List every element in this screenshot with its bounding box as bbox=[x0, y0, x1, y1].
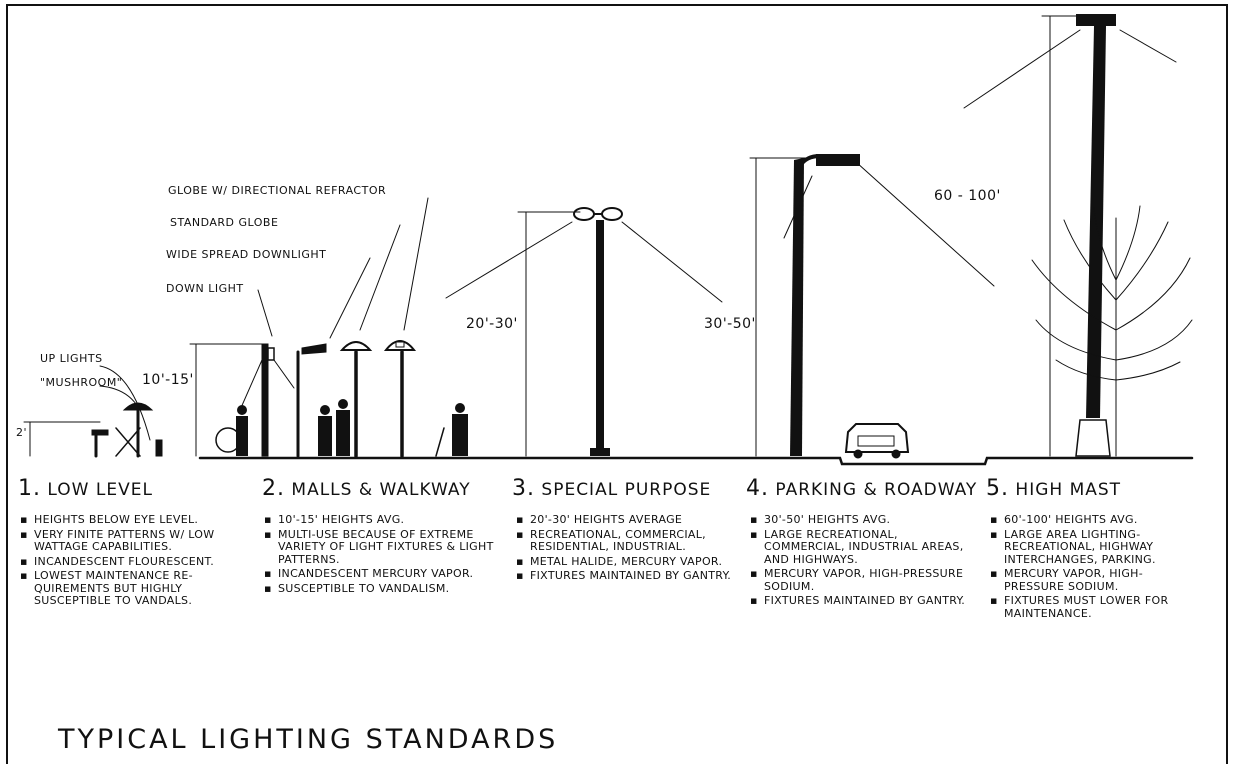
category-heading-low-level: 1. LOW LEVEL bbox=[18, 476, 153, 501]
label-standard-globe: STANDARD GLOBE bbox=[170, 216, 279, 229]
bullet-item: RECREATIONAL, COMMERCIAL, RESIDENTIAL, I… bbox=[516, 528, 742, 554]
ground-line bbox=[198, 456, 1194, 466]
tree-illustration bbox=[1031, 205, 1193, 457]
drawing-sheet-border bbox=[6, 4, 1228, 764]
bullet-item: MULTI-USE BECAUSE OF EXTREME VARIETY OF … bbox=[264, 528, 512, 567]
bullet-item: VERY FINITE PATTERNS W/ LOW WATTAGE CAPA… bbox=[20, 528, 260, 554]
low-level-fixtures bbox=[23, 365, 163, 458]
category-number: 5. bbox=[986, 476, 1009, 501]
bullet-item: 20'-30' HEIGHTS AVERAGE bbox=[516, 513, 742, 527]
category-heading-malls-walkway: 2. MALLS & WALKWAY bbox=[262, 476, 471, 501]
category-heading-parking-roadway: 4. PARKING & ROADWAY bbox=[746, 476, 977, 501]
bullet-item: INCANDESCENT MERCURY VAPOR. bbox=[264, 567, 512, 581]
bullet-item: LARGE RECREATIONAL, COMMERCIAL, INDUSTRI… bbox=[750, 528, 982, 567]
bullet-item: METAL HALIDE, MERCURY VAPOR. bbox=[516, 555, 742, 569]
dimension-parking: 30'-50' bbox=[704, 316, 756, 332]
label-up-lights: UP LIGHTS bbox=[40, 352, 103, 365]
bullet-item: FIXTURES MAINTAINED BY GANTRY. bbox=[750, 594, 982, 608]
category-number: 3. bbox=[512, 476, 535, 501]
bullet-item: LOWEST MAINTENANCE RE-QUIREMENTS BUT HIG… bbox=[20, 569, 260, 608]
label-wide-spread-downlight: WIDE SPREAD DOWNLIGHT bbox=[166, 248, 327, 261]
category-number: 1. bbox=[18, 476, 41, 501]
bullets-special-purpose: 20'-30' HEIGHTS AVERAGE RECREATIONAL, CO… bbox=[516, 513, 742, 585]
bullet-item: MERCURY VAPOR, HIGH-PRESSURE SODIUM. bbox=[990, 567, 1200, 593]
special-purpose-fixture bbox=[445, 207, 723, 457]
bullet-item: HEIGHTS BELOW EYE LEVEL. bbox=[20, 513, 260, 527]
bullets-low-level: HEIGHTS BELOW EYE LEVEL. VERY FINITE PAT… bbox=[20, 513, 260, 610]
malls-walkway-fixtures bbox=[189, 197, 468, 458]
category-number: 2. bbox=[262, 476, 285, 501]
dimension-low-level: 2' bbox=[16, 426, 28, 439]
car-illustration bbox=[844, 423, 910, 459]
category-name: LOW LEVEL bbox=[47, 480, 153, 500]
category-heading-high-mast: 5. HIGH MAST bbox=[986, 476, 1121, 501]
label-mushroom: "MUSHROOM" bbox=[40, 376, 123, 389]
bullets-high-mast: 60'-100' HEIGHTS AVG. LARGE AREA LIGHTIN… bbox=[990, 513, 1200, 622]
category-heading-special-purpose: 3. SPECIAL PURPOSE bbox=[512, 476, 711, 501]
label-down-light: DOWN LIGHT bbox=[166, 282, 244, 295]
bullet-item: FIXTURES MAINTAINED BY GANTRY. bbox=[516, 569, 742, 583]
bullet-item: 60'-100' HEIGHTS AVG. bbox=[990, 513, 1200, 527]
bullet-item: MERCURY VAPOR, HIGH-PRESSURE SODIUM. bbox=[750, 567, 982, 593]
page-title: TYPICAL LIGHTING STANDARDS bbox=[58, 724, 559, 755]
dimension-malls: 10'-15' bbox=[142, 372, 194, 388]
bullet-item: INCANDESCENT FLOURESCENT. bbox=[20, 555, 260, 569]
parking-roadway-fixture bbox=[749, 154, 995, 459]
category-name: HIGH MAST bbox=[1015, 480, 1122, 500]
bullet-item: SUSCEPTIBLE TO VANDALISM. bbox=[264, 582, 512, 596]
dimension-high-mast: 60 - 100' bbox=[934, 188, 1001, 204]
bullet-item: FIXTURES MUST LOWER FOR MAINTENANCE. bbox=[990, 594, 1200, 620]
category-number: 4. bbox=[746, 476, 769, 501]
category-name: PARKING & ROADWAY bbox=[775, 480, 978, 500]
bullet-item: 10'-15' HEIGHTS AVG. bbox=[264, 513, 512, 527]
bullets-malls-walkway: 10'-15' HEIGHTS AVG. MULTI-USE BECAUSE O… bbox=[264, 513, 512, 597]
label-globe-refractor: GLOBE W/ DIRECTIONAL REFRACTOR bbox=[168, 184, 387, 197]
pedestrian-figures bbox=[215, 399, 468, 456]
bullet-item: 30'-50' HEIGHTS AVG. bbox=[750, 513, 982, 527]
dimension-special-purpose: 20'-30' bbox=[466, 316, 518, 332]
high-mast-fixture bbox=[963, 14, 1193, 457]
category-name: MALLS & WALKWAY bbox=[291, 480, 471, 500]
bullet-item: LARGE AREA LIGHTING-RECREATIONAL, HIGHWA… bbox=[990, 528, 1200, 567]
category-name: SPECIAL PURPOSE bbox=[541, 480, 712, 500]
bullets-parking-roadway: 30'-50' HEIGHTS AVG. LARGE RECREATIONAL,… bbox=[750, 513, 982, 610]
